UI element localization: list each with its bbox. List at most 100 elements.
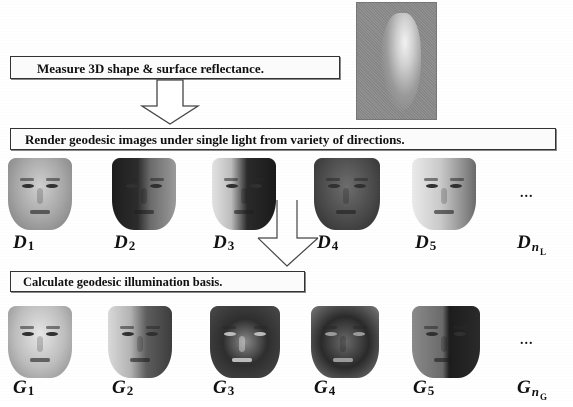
mouth: [434, 358, 454, 362]
eye: [224, 332, 236, 336]
eye: [46, 184, 58, 188]
face-image-g1: [8, 306, 72, 378]
render-to-calculate-arrow: [258, 238, 318, 266]
measure-to-render-arrow: [142, 80, 198, 124]
label-d3: D3: [213, 233, 234, 255]
d-row-ellipsis: ...: [520, 186, 534, 202]
label-index: 1: [28, 383, 35, 398]
label-index: 1: [28, 238, 35, 253]
face-image-d2: [112, 158, 176, 230]
label-g1: G1: [13, 378, 34, 400]
mouth: [30, 358, 50, 362]
label-gng: GnG: [517, 378, 547, 407]
face-image-g5: [412, 306, 480, 378]
mouth: [232, 358, 252, 362]
mouth: [134, 210, 154, 214]
brow: [353, 326, 367, 329]
eye: [325, 332, 337, 336]
eye: [226, 184, 238, 188]
nose: [239, 336, 245, 352]
label-index: 2: [127, 383, 134, 398]
nose: [137, 336, 143, 352]
eye: [426, 184, 438, 188]
label-index: n: [532, 239, 539, 254]
label-index: n: [532, 384, 539, 399]
brow: [150, 178, 164, 181]
brow: [424, 326, 438, 329]
eye: [353, 332, 365, 336]
nose: [37, 336, 43, 352]
label-d1: D1: [13, 233, 34, 255]
label-letter: D: [317, 232, 331, 253]
nose: [141, 188, 147, 204]
label-letter: D: [213, 232, 227, 253]
nose: [343, 188, 349, 204]
eye: [328, 184, 340, 188]
eye: [150, 184, 162, 188]
label-letter: D: [517, 232, 531, 253]
face-image-g4: [311, 306, 379, 378]
nose: [441, 336, 447, 352]
label-letter: G: [213, 377, 227, 398]
face-image-d3: [212, 158, 276, 230]
label-index: 5: [430, 238, 437, 253]
label-g2: G2: [112, 378, 133, 400]
face-image-d5: [412, 158, 476, 230]
label-letter: G: [13, 377, 27, 398]
eye: [426, 332, 438, 336]
brow: [120, 326, 134, 329]
eye: [22, 332, 34, 336]
face-image-g3: [210, 306, 280, 378]
label-index: 3: [228, 383, 235, 398]
nose: [340, 336, 346, 352]
face-image-g2: [108, 306, 172, 378]
nose: [37, 188, 43, 204]
brow: [326, 178, 340, 181]
label-letter: D: [114, 232, 128, 253]
eye: [250, 184, 262, 188]
face-image-d1: [8, 158, 72, 230]
brow: [354, 178, 368, 181]
label-index: 5: [428, 383, 435, 398]
label-d5: D5: [415, 233, 436, 255]
mouth: [333, 358, 353, 362]
face-image-d4: [314, 158, 380, 230]
label-letter: G: [112, 377, 126, 398]
nose: [441, 188, 447, 204]
brow: [124, 178, 138, 181]
eye: [254, 332, 266, 336]
label-d4: D4: [317, 233, 338, 255]
brow: [323, 326, 337, 329]
brow: [454, 326, 468, 329]
label-index: 2: [129, 238, 136, 253]
brow: [254, 326, 268, 329]
brow: [224, 178, 238, 181]
nose: [241, 188, 247, 204]
eye: [46, 332, 58, 336]
label-index: 4: [332, 238, 339, 253]
label-letter: G: [314, 377, 328, 398]
label-g4: G4: [314, 378, 335, 400]
brow: [222, 326, 236, 329]
label-letter: D: [415, 232, 429, 253]
eye: [354, 184, 366, 188]
label-letter: G: [413, 377, 427, 398]
eye: [126, 184, 138, 188]
eye: [146, 332, 158, 336]
mouth: [234, 210, 254, 214]
brow: [250, 178, 264, 181]
label-index: 3: [228, 238, 235, 253]
brow: [20, 178, 34, 181]
brow: [20, 326, 34, 329]
brow: [450, 178, 464, 181]
label-g3: G3: [213, 378, 234, 400]
label-letter: D: [13, 232, 27, 253]
label-subindex: L: [540, 247, 546, 257]
label-index: 4: [329, 383, 336, 398]
brow: [146, 326, 160, 329]
eye: [450, 184, 462, 188]
label-dnl: DnL: [517, 233, 546, 262]
eye: [122, 332, 134, 336]
brow: [46, 178, 60, 181]
